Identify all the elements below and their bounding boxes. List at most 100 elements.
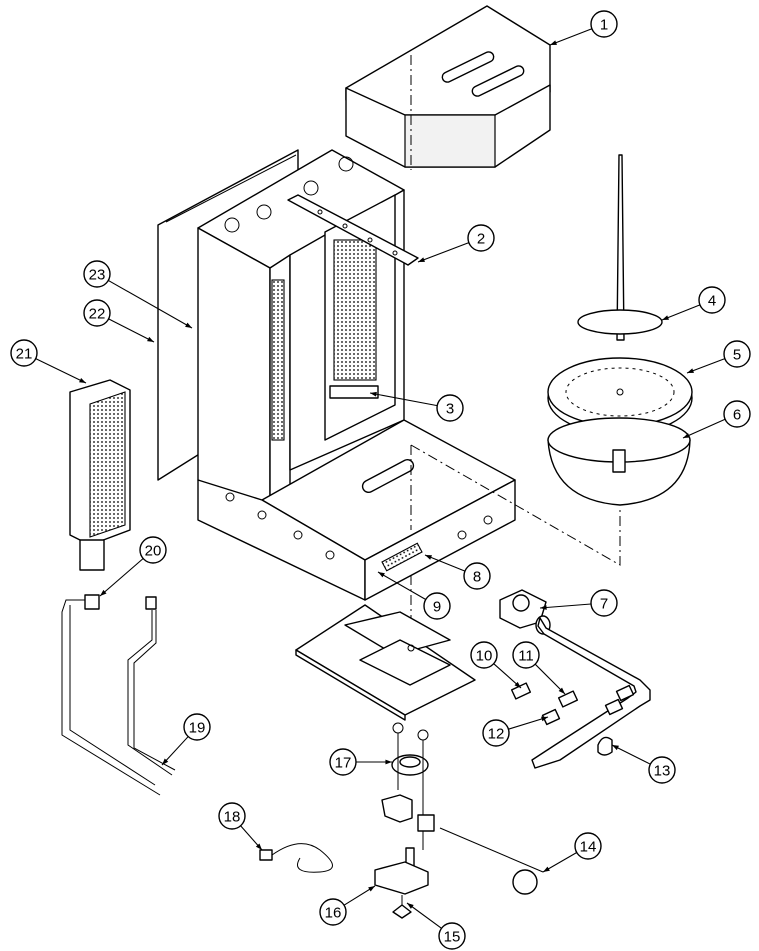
spit-disc-part — [577, 154, 663, 341]
leader-arrow-11 — [558, 687, 565, 694]
callout-circle-19 — [183, 713, 211, 741]
leader-arrow-20 — [100, 589, 107, 596]
leader-arrow-17 — [385, 759, 392, 765]
callout-circle-7 — [590, 589, 618, 617]
callout-label-10: 10 — [476, 648, 493, 665]
leader-line-22 — [108, 318, 155, 343]
leader-line-5 — [686, 358, 726, 374]
leader-line-8 — [424, 554, 466, 572]
leader-arrow-1 — [550, 40, 557, 45]
leader-arrow-5 — [687, 368, 694, 373]
leader-arrow-2 — [418, 257, 425, 262]
leader-arrow-4 — [662, 315, 669, 320]
power-cord-part — [259, 843, 333, 873]
callout-circle-17 — [329, 748, 357, 776]
bracket-bar-part — [287, 194, 419, 266]
leader-arrow-18 — [255, 843, 262, 850]
leader-arrow-10 — [514, 681, 521, 688]
leader-arrow-8 — [425, 555, 432, 560]
callout-label-18: 18 — [224, 809, 241, 826]
callout-circle-16 — [319, 898, 347, 926]
callout-label-17: 17 — [335, 755, 352, 772]
callout-circle-9 — [423, 592, 451, 620]
leader-line-6 — [682, 418, 726, 439]
callout-label-20: 20 — [145, 543, 162, 560]
callout-label-19: 19 — [189, 720, 206, 737]
callout-label-7: 7 — [600, 596, 608, 613]
callout-circle-22 — [83, 299, 111, 327]
leader-line-13 — [611, 744, 651, 765]
callout-circle-1 — [590, 10, 618, 38]
leader-arrow-12 — [541, 716, 548, 722]
callout-label-8: 8 — [473, 569, 481, 586]
callout-label-2: 2 — [477, 231, 485, 248]
leader-arrow-3 — [370, 391, 377, 397]
callout-circle-13 — [648, 756, 676, 784]
callout-circle-3 — [436, 394, 464, 422]
main-cabinet-part — [197, 149, 516, 601]
leader-arrow-22 — [147, 336, 154, 342]
knob-part — [512, 869, 538, 895]
slotted-tray-part — [547, 357, 693, 435]
callout-label-21: 21 — [16, 346, 33, 363]
leader-line-9 — [377, 571, 427, 600]
gas-tubes-part — [61, 594, 176, 796]
leader-arrow-19 — [162, 758, 169, 765]
callout-circle-10 — [470, 641, 498, 669]
callout-label-5: 5 — [733, 347, 741, 364]
callout-label-13: 13 — [654, 763, 671, 780]
callout-circle-21 — [10, 339, 38, 367]
leader-line-1 — [549, 28, 593, 46]
callout-circle-8 — [463, 562, 491, 590]
callout-label-23: 23 — [89, 267, 106, 284]
leader-line-15 — [406, 902, 442, 929]
callout-label-3: 3 — [446, 401, 454, 418]
callout-circle-6 — [723, 400, 751, 428]
callout-circle-23 — [83, 260, 111, 288]
leader-line-2 — [417, 242, 470, 263]
callout-circle-14 — [574, 832, 602, 860]
leader-arrow-15 — [407, 903, 414, 909]
side-burner-part — [69, 379, 131, 571]
callout-circle-15 — [438, 922, 466, 950]
leader-line-11 — [534, 663, 566, 695]
leader-line-20 — [99, 558, 144, 597]
top-cover-part — [345, 5, 551, 168]
leader-line-12 — [508, 716, 549, 730]
callout-label-12: 12 — [488, 726, 505, 743]
callout-circle-4 — [698, 286, 726, 314]
callout-circle-12 — [482, 719, 510, 747]
callout-label-9: 9 — [433, 599, 441, 616]
callout-circle-20 — [139, 536, 167, 564]
drip-pan-part — [547, 417, 691, 506]
leader-arrow-9 — [378, 572, 385, 578]
callout-circle-5 — [723, 340, 751, 368]
leader-line-4 — [661, 304, 701, 321]
callout-label-11: 11 — [518, 648, 534, 665]
heat-shield-part — [295, 604, 476, 721]
leader-line-3 — [369, 392, 438, 407]
callout-circle-2 — [467, 224, 495, 252]
leader-arrow-6 — [683, 433, 690, 438]
leader-line-23 — [108, 279, 193, 329]
callout-circle-18 — [218, 802, 246, 830]
callout-label-4: 4 — [708, 293, 716, 310]
callout-label-1: 1 — [600, 17, 608, 34]
leader-arrow-23 — [185, 322, 192, 328]
callout-label-14: 14 — [580, 839, 597, 856]
callout-label-6: 6 — [733, 407, 741, 424]
leader-arrow-7 — [540, 605, 547, 610]
motor-mount-part — [391, 722, 429, 850]
leader-arrow-14 — [543, 866, 550, 872]
leader-arrow-13 — [612, 745, 619, 751]
callout-label-22: 22 — [89, 306, 106, 323]
leader-arrow-16 — [368, 886, 375, 892]
callout-label-15: 15 — [444, 929, 461, 946]
leader-line-21 — [35, 358, 87, 384]
callout-circle-11 — [512, 641, 540, 669]
leader-arrow-21 — [79, 377, 86, 383]
gas-manifold-part — [510, 617, 651, 769]
